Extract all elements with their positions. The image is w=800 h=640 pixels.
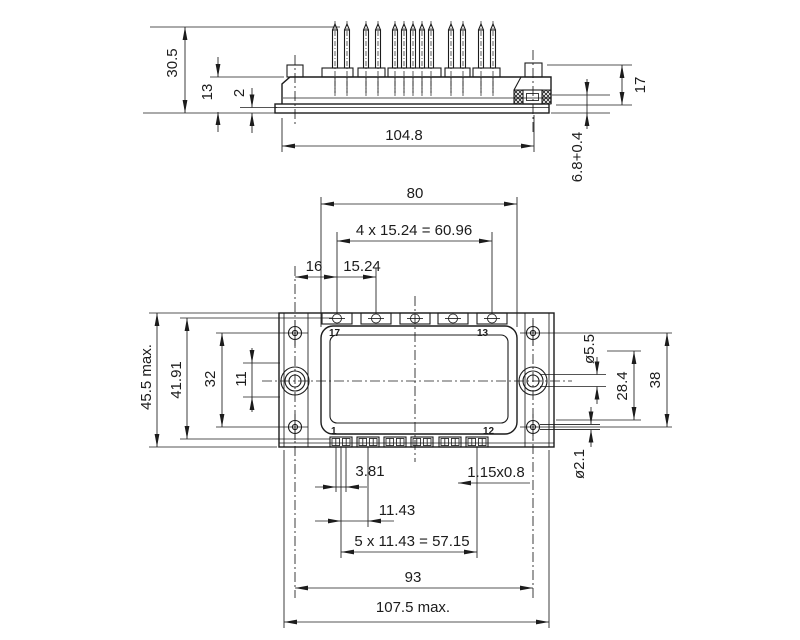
pin-label-12: 12 bbox=[483, 426, 495, 437]
dim-38: 38 bbox=[647, 333, 670, 427]
pin-row bbox=[321, 21, 501, 97]
dim-label-pin-size: 1.15x0.8 bbox=[467, 464, 525, 481]
dim-label-107-5: 107.5 max. bbox=[376, 599, 450, 616]
dim-label-60-96: 4 x 15.24 = 60.96 bbox=[356, 222, 472, 239]
terminal-label-13: 13 bbox=[477, 328, 489, 339]
dim-93: 93 bbox=[295, 569, 533, 591]
aux-pin-group bbox=[438, 436, 462, 448]
dim-104-8: 104.8 bbox=[281, 115, 535, 152]
dim-pin-size: 1.15x0.8 bbox=[458, 464, 530, 486]
dim-label-80: 80 bbox=[407, 185, 424, 202]
terminal-label-17: 17 bbox=[329, 328, 341, 339]
baseplate bbox=[274, 103, 550, 114]
dim-13: 13 bbox=[199, 57, 284, 132]
dim-label-11-43: 11.43 bbox=[379, 502, 415, 519]
dim-label-45-5: 45.5 max. bbox=[138, 344, 155, 410]
lid-cavity bbox=[329, 334, 509, 424]
dim-label-6-8: 6.8+0.4 bbox=[569, 132, 586, 182]
power-terminal bbox=[399, 312, 431, 325]
dim-6-8: 6.8+0.4 bbox=[551, 79, 610, 182]
aux-pin-row bbox=[329, 436, 489, 448]
lid-outer bbox=[320, 325, 518, 435]
pin-pad bbox=[357, 67, 386, 78]
power-terminal bbox=[437, 312, 469, 325]
aux-pin-group bbox=[383, 436, 407, 448]
dim-label-32: 32 bbox=[202, 371, 219, 388]
right-boss bbox=[524, 62, 543, 78]
dim-17: 17 bbox=[547, 64, 649, 106]
dim-107-5: 107.5 max. bbox=[284, 599, 549, 625]
dim-label-11: 11 bbox=[233, 371, 250, 387]
dim-label-5-5: ø5.5 bbox=[581, 334, 598, 364]
screw-terminal bbox=[513, 76, 552, 105]
dim-16: 16 bbox=[295, 258, 337, 280]
dim-15-24: 15.24 bbox=[337, 258, 381, 280]
dim-2-1: ø2.1 bbox=[540, 407, 600, 479]
dim-45-5: 45.5 max. bbox=[138, 313, 160, 447]
dim-label-2-1: ø2.1 bbox=[571, 449, 588, 479]
dim-41-91: 41.91 bbox=[168, 318, 190, 439]
dim-label-3-81: 3.81 bbox=[355, 463, 384, 480]
pin-label-1: 1 bbox=[331, 426, 337, 437]
dim-2: 2 bbox=[231, 88, 277, 133]
dim-label-17: 17 bbox=[632, 77, 649, 94]
dim-label-93: 93 bbox=[405, 569, 422, 586]
dim-label-57-15: 5 x 11.43 = 57.15 bbox=[354, 533, 469, 550]
dim-57-15: 5 x 11.43 = 57.15 bbox=[341, 533, 477, 555]
dim-label-28-4: 28.4 bbox=[614, 371, 631, 400]
dim-label-30-5: 30.5 bbox=[164, 48, 181, 77]
dim-label-38: 38 bbox=[647, 372, 664, 389]
dim-label-15-24: 15.24 bbox=[343, 258, 381, 275]
dim-11: 11 bbox=[233, 348, 255, 412]
aux-pin-group bbox=[410, 436, 434, 448]
side-view: 30.5 13 2 104.8 17 bbox=[143, 21, 649, 182]
dim-label-16: 16 bbox=[306, 258, 323, 275]
dim-11-43: 11.43 bbox=[315, 502, 415, 524]
dim-5-5: ø5.5 bbox=[540, 334, 606, 404]
dim-28-4: 28.4 bbox=[556, 350, 641, 421]
dim-80: 80 bbox=[321, 185, 517, 207]
pin-pad bbox=[472, 67, 501, 78]
dim-label-41-91: 41.91 bbox=[168, 361, 185, 399]
dim-60-96: 4 x 15.24 = 60.96 bbox=[337, 222, 492, 244]
pin-pad bbox=[444, 67, 471, 78]
dim-32: 32 bbox=[202, 333, 225, 427]
top-view: 17 13 1 12 80 4 x 15.24 = 60.96 bbox=[138, 185, 672, 628]
dim-3-81: 3.81 bbox=[315, 463, 385, 490]
dim-label-104-8: 104.8 bbox=[385, 127, 423, 144]
dim-label-2: 2 bbox=[231, 89, 248, 97]
dim-label-13: 13 bbox=[199, 84, 216, 101]
